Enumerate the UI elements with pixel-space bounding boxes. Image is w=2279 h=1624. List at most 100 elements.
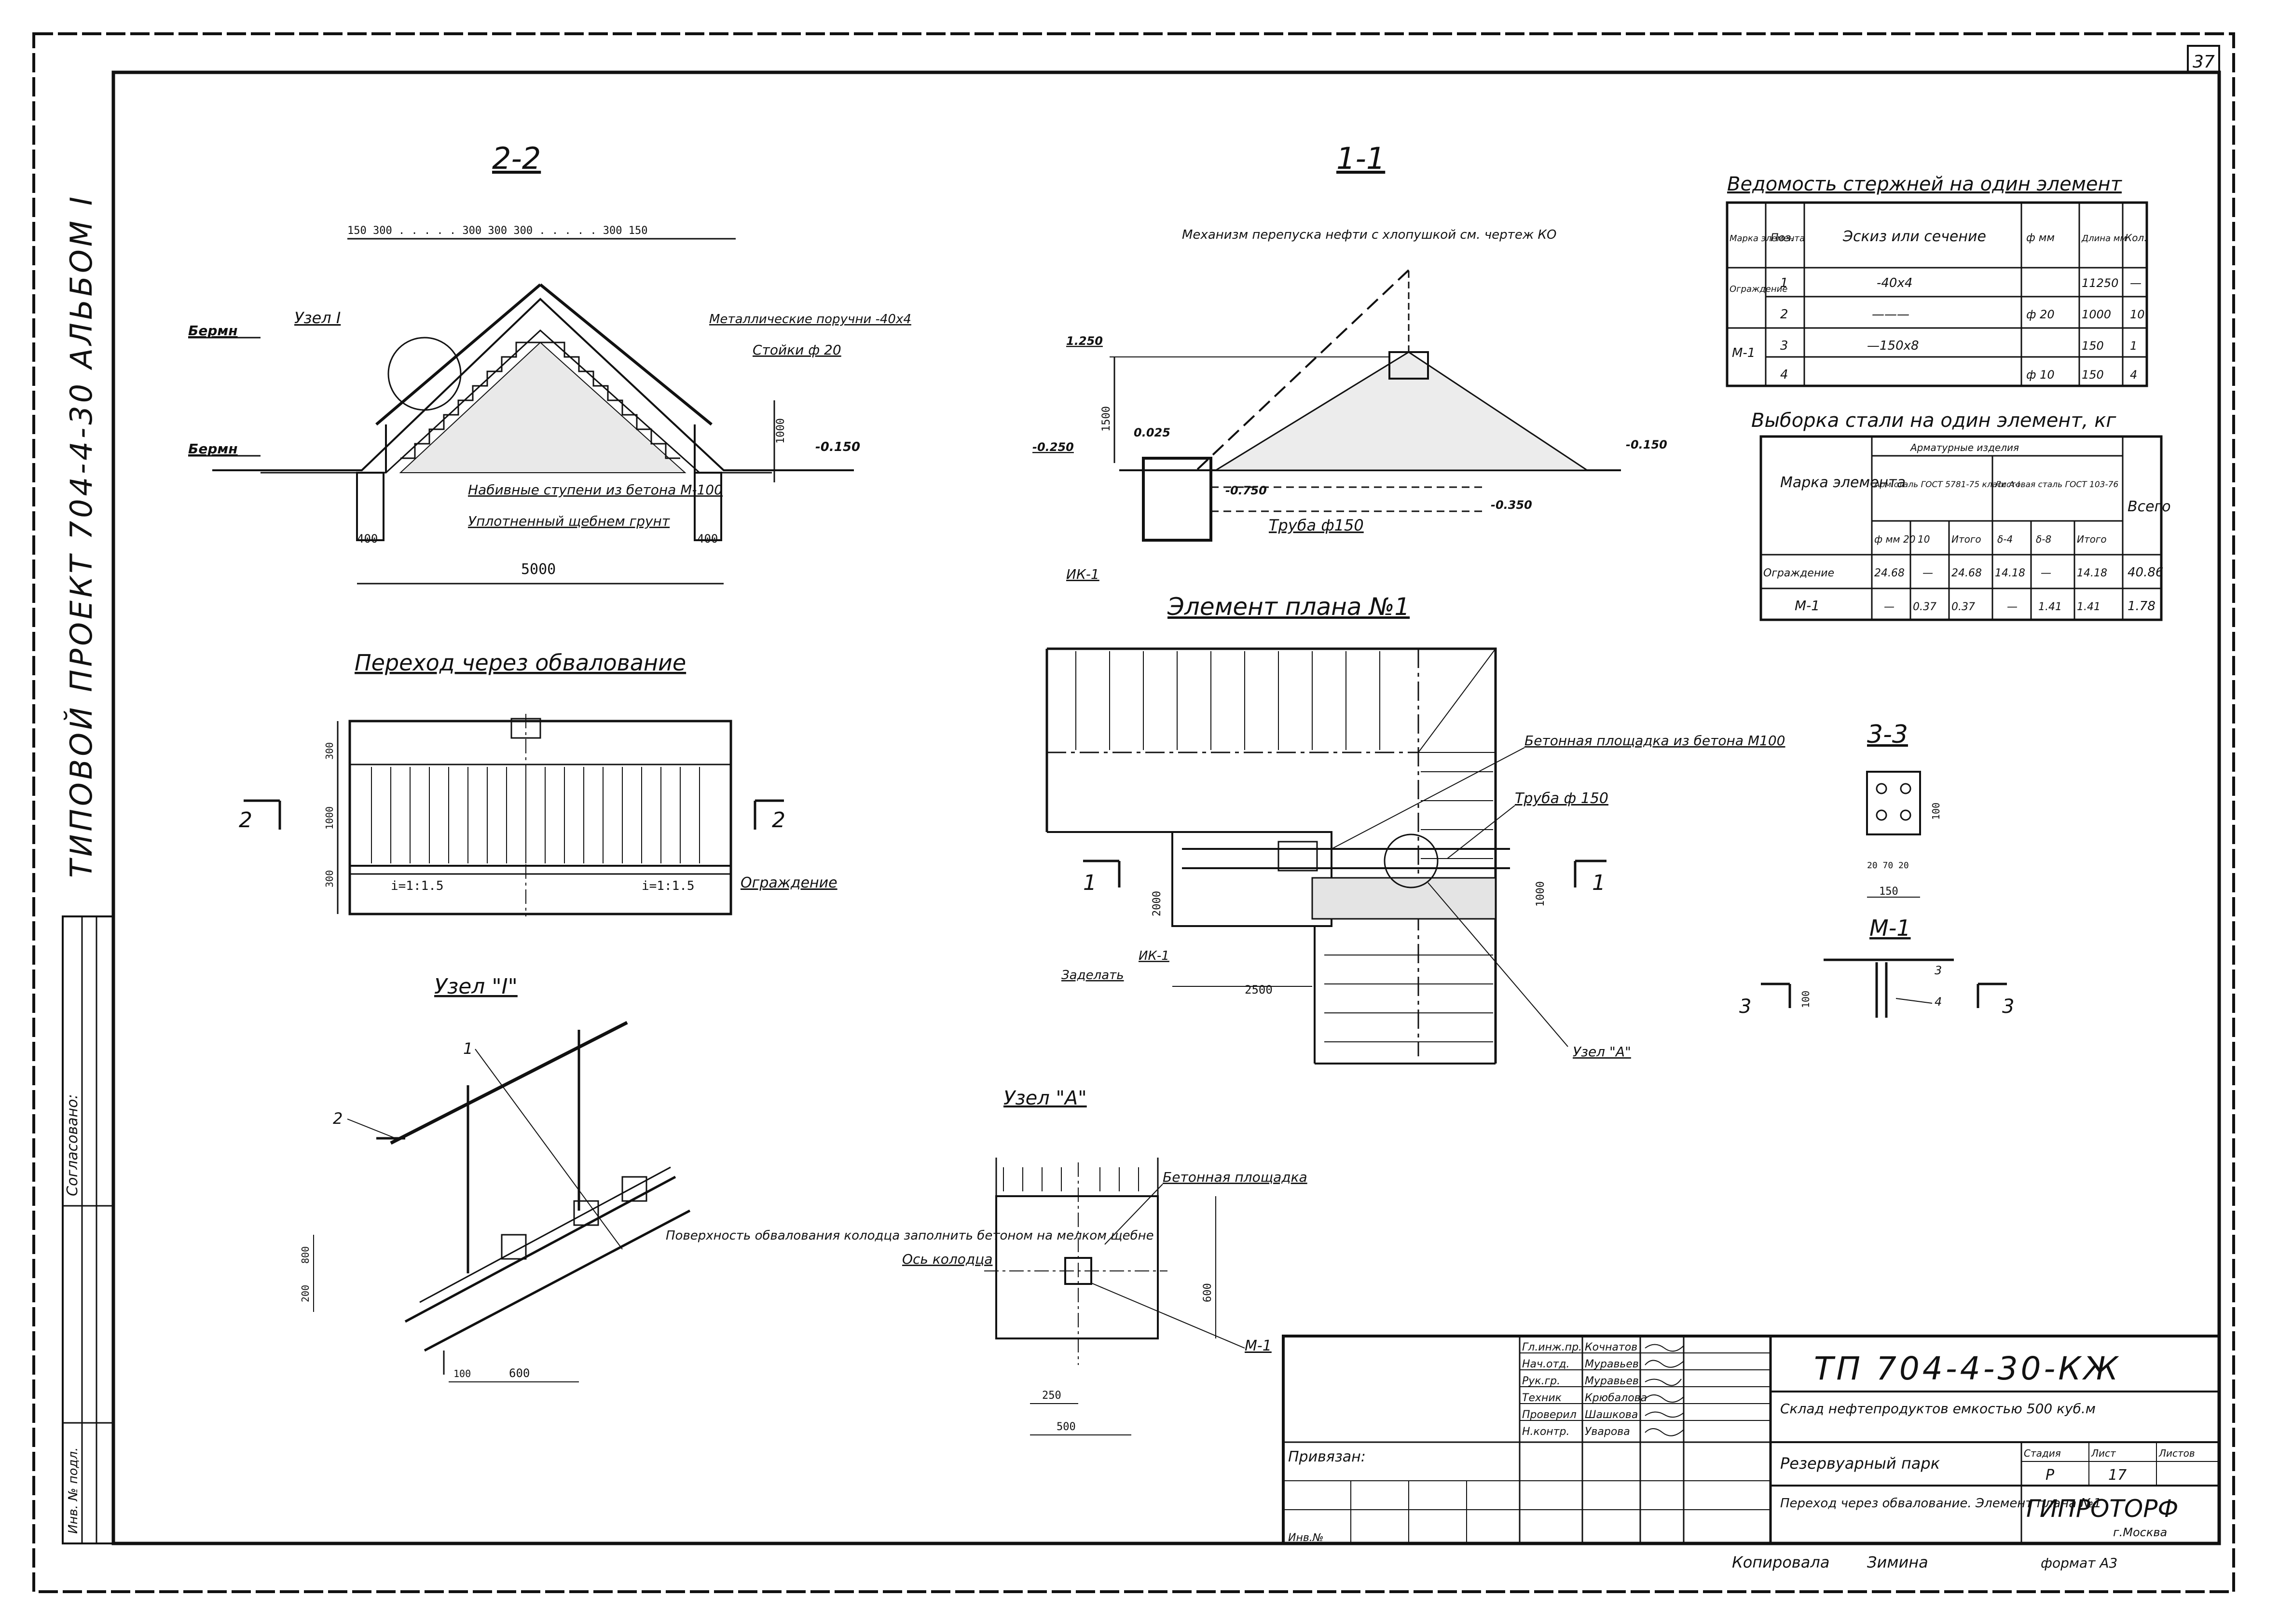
svg-text:150: 150 [2082, 368, 2104, 382]
steel-h-sub2: Листовая сталь ГОСТ 103-76 [1994, 480, 2118, 490]
plan-node-a: Узел "А" [1573, 1044, 1631, 1060]
s11-lvl-m0750: -0.750 [1225, 484, 1267, 497]
svg-text:Н.контр.: Н.контр. [1522, 1426, 1569, 1438]
tb-h-stage: Стадия [2024, 1447, 2061, 1459]
svg-text:Итого: Итого [1951, 533, 1981, 545]
tb-signatures [1645, 1344, 1684, 1436]
tb-org: ГИПРОТОРФ [2026, 1495, 2178, 1523]
crossing-dim-c: 300 [324, 870, 335, 887]
svg-text:М-1: М-1 [1795, 598, 1820, 614]
svg-text:24.68: 24.68 [1951, 567, 1982, 579]
svg-text:Проверил: Проверил [1522, 1409, 1577, 1421]
svg-text:4: 4 [2130, 368, 2137, 382]
s11-dim-1500: 1500 [1100, 406, 1112, 432]
s11-lvl-0025: 0.025 [1134, 426, 1170, 439]
s11-mechanism: Механизм перепуска нефти с хлопушкой см.… [1182, 228, 1556, 242]
node-i-surface: Поверхность обвалования колодца заполнит… [666, 1228, 1154, 1243]
sheet-format: формат А3 [2041, 1555, 2117, 1571]
steel-row: Ограждение 24.68 — 24.68 14.18 — 14.18 4… [1763, 565, 2163, 580]
rods-row: М-1 3 —150х8 150 1 [1732, 339, 2137, 360]
rods-h-pos: Поз. [1771, 232, 1794, 244]
svg-text:0.37: 0.37 [1951, 601, 1975, 613]
svg-text:Уварова: Уварова [1585, 1426, 1630, 1438]
side-stamp: Согласовано: [64, 1094, 81, 1196]
crossing-title: Переход через обвалование [355, 650, 686, 676]
svg-text:11250: 11250 [2082, 276, 2118, 290]
svg-text:Нач.отд.: Нач.отд. [1522, 1358, 1570, 1370]
plan-dim-2000: 2000 [1151, 891, 1163, 916]
svg-text:1.41: 1.41 [2038, 601, 2062, 613]
s22-steps: Набивные ступени из бетона М-100 [468, 482, 723, 498]
steel-sub-headers: ф мм 20 10 Итого δ-4 δ-8 Итого [1874, 533, 2107, 545]
m1-mark-right: 3 [2002, 996, 2014, 1018]
svg-text:1: 1 [2130, 339, 2137, 353]
plan-dim-1000: 1000 [1535, 881, 1547, 907]
svg-text:Шашкова: Шашкова [1585, 1409, 1638, 1421]
s33-dim-100: 100 [1930, 803, 1942, 820]
crossing-view: Переход через обвалование 300 1000 300 i… [239, 650, 837, 916]
steel-table: Выборка стали на один элемент, кг Марка … [1751, 409, 2171, 621]
section-1-1: 1-1 Механизм перепуска нефти с хлопушкой… [1032, 141, 1667, 582]
rods-row: Ограждение 1 -40х4 11250 — [1730, 276, 2142, 294]
tb-roles: Гл.инж.пр. Нач.отд. Рук.гр. Техник Прове… [1522, 1341, 1582, 1438]
svg-text:Ограждение: Ограждение [1730, 284, 1787, 294]
s11-lvl-m0150: -0.150 [1626, 438, 1667, 451]
node-a-title: Узел "А" [1003, 1087, 1087, 1109]
plan-seal: Заделать [1061, 968, 1124, 983]
plan-mark-left: 1 [1083, 871, 1097, 895]
svg-text:Муравьев: Муравьев [1585, 1375, 1639, 1387]
s33-dim-150: 150 [1879, 886, 1898, 898]
m1-pos3: 3 [1935, 964, 1942, 977]
node-a-dim-500: 500 [1057, 1421, 1076, 1433]
tb-h-sheet: Лист [2091, 1447, 2116, 1459]
side-title: ТИПОВОЙ ПРОЕКТ 704-4-30 АЛЬБОМ I [63, 194, 99, 878]
section-2-2-title: 2-2 [492, 141, 541, 176]
svg-text:Итого: Итого [2077, 533, 2107, 545]
s22-dim-5000: 5000 [521, 561, 556, 578]
rods-row: 2 ——— ф 20 1000 10 [1780, 307, 2145, 322]
sheet-number: 37 [2193, 52, 2215, 72]
section-3-3: 3-3 150 20 70 20 100 [1866, 720, 1942, 898]
svg-text:-40х4: -40х4 [1877, 276, 1912, 290]
s33-dim-20: 20 70 20 [1867, 860, 1909, 871]
rods-row: 4 ф 10 150 4 [1780, 368, 2137, 382]
svg-text:24.68: 24.68 [1874, 567, 1905, 579]
inv-note: Инв. № подл. [66, 1447, 81, 1534]
svg-text:2: 2 [1780, 307, 1788, 322]
svg-text:1.78: 1.78 [2128, 599, 2155, 614]
tb-sheet-name: Переход через обвалование. Элемент плана… [1780, 1496, 2101, 1511]
svg-text:0.37: 0.37 [1913, 601, 1936, 613]
s22-posts: Стойки ф 20 [753, 342, 841, 358]
sheet-frame [32, 32, 2235, 1593]
node-i-pos2: 2 [333, 1109, 343, 1128]
tb-code: ТП 704-4-30-КЖ [1814, 1350, 2121, 1387]
section-1-1-title: 1-1 [1336, 141, 1385, 176]
node-i-dim-600: 600 [509, 1366, 530, 1380]
rods-h-mark: Марка элемента [1730, 233, 1805, 244]
svg-text:Муравьев: Муравьев [1585, 1358, 1639, 1370]
svg-text:М-1: М-1 [1732, 346, 1755, 360]
steel-h-group: Арматурные изделия [1909, 442, 2019, 453]
svg-text:—: — [2130, 276, 2142, 290]
plan-platform: Бетонная площадка из бетона М100 [1524, 733, 1785, 749]
plan-pipe: Труба ф 150 [1515, 790, 1608, 807]
rods-h-sketch: Эскиз или сечение [1842, 228, 1986, 245]
s11-lvl-m0350: -0.350 [1491, 498, 1532, 512]
steel-h-total: Всего [2128, 498, 2171, 515]
title-block: ТП 704-4-30-КЖ Склад нефтепродуктов емко… [1282, 1335, 2221, 1545]
tb-city: г.Москва [2113, 1526, 2167, 1539]
s22-dim-400r: 400 [697, 532, 718, 546]
svg-text:10: 10 [2130, 308, 2145, 321]
node-a-dim-600: 600 [1202, 1283, 1214, 1302]
svg-text:ф 20: ф 20 [2026, 308, 2055, 321]
s22-level: -0.150 [815, 440, 860, 454]
svg-text:Крюбалова: Крюбалова [1585, 1392, 1647, 1404]
s33-title: 3-3 [1867, 720, 1908, 749]
svg-text:—: — [1922, 567, 1933, 579]
svg-text:δ-8: δ-8 [2036, 533, 2051, 545]
svg-text:—: — [1884, 601, 1895, 613]
tb-tank: Резервуарный парк [1780, 1454, 1940, 1473]
s11-pipe: Труба ф150 [1269, 516, 1364, 534]
svg-text:4: 4 [1780, 368, 1788, 382]
